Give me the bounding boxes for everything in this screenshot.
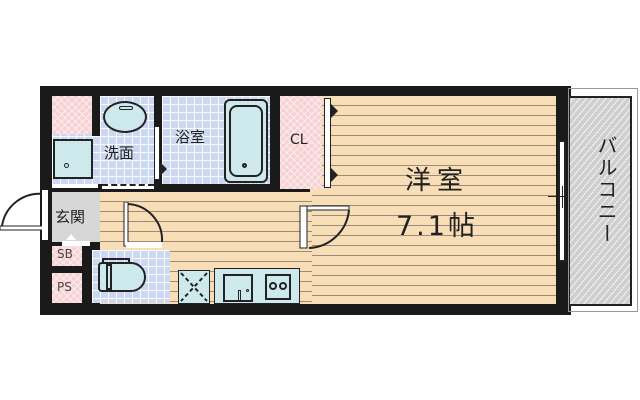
western-room-floor xyxy=(310,96,556,304)
bathtub-drain xyxy=(242,163,247,168)
entrance-step-marker xyxy=(66,234,76,240)
sink-faucet xyxy=(238,290,241,302)
closet-door-marker-top xyxy=(331,104,338,118)
entrance-label: 玄関 xyxy=(55,208,86,226)
refrigerator-x-icon xyxy=(180,272,208,302)
bathroom-door-marker xyxy=(160,162,167,176)
western-room-label: 洋室 xyxy=(405,166,470,196)
western-room-size: 7.1帖 xyxy=(396,211,478,242)
balcony-label: バルコニー xyxy=(594,135,618,245)
refrigerator-space xyxy=(178,270,210,304)
shoe-box-label: SB xyxy=(57,247,73,261)
closet-label: CL xyxy=(290,132,308,148)
toilet-door-opening xyxy=(126,242,162,248)
shoe-box xyxy=(52,246,82,266)
washing-machine-pan xyxy=(53,139,93,179)
washroom-label: 洗面 xyxy=(104,144,135,162)
washbasin xyxy=(103,101,147,133)
pipe-space-label: PS xyxy=(57,280,72,294)
toilet-tank xyxy=(102,258,130,264)
front-door-swing[interactable] xyxy=(0,190,50,240)
closet xyxy=(280,96,322,189)
balcony xyxy=(568,96,632,306)
window-cross-v xyxy=(562,186,563,208)
washroom-door[interactable] xyxy=(102,184,154,189)
pipe-space xyxy=(52,273,82,303)
washroom-corner-wall xyxy=(92,96,100,136)
bathtub-inner xyxy=(229,105,263,177)
toilet xyxy=(98,258,146,292)
burner-left-icon xyxy=(269,282,277,290)
washing-machine-drain xyxy=(64,163,69,168)
entrance-step xyxy=(62,241,90,246)
window-cross-h xyxy=(548,196,578,197)
sink-drain xyxy=(246,289,249,292)
bathtub xyxy=(224,99,268,183)
bathroom-door[interactable] xyxy=(154,126,160,180)
closet-door[interactable] xyxy=(324,98,331,188)
sink xyxy=(223,274,253,302)
toilet-seat xyxy=(106,264,112,290)
burner-right-icon xyxy=(279,282,287,290)
balcony-frame xyxy=(568,88,638,312)
washroom-opening xyxy=(52,184,98,188)
closet-door-marker-bottom xyxy=(331,168,338,182)
stove xyxy=(265,274,291,300)
kitchen-counter xyxy=(214,268,300,304)
entrance xyxy=(52,192,100,242)
storage-top-left xyxy=(52,96,92,134)
room-door-swing[interactable] xyxy=(298,202,354,252)
washbasin-faucet xyxy=(119,106,133,110)
bathroom-label: 浴室 xyxy=(175,128,206,146)
